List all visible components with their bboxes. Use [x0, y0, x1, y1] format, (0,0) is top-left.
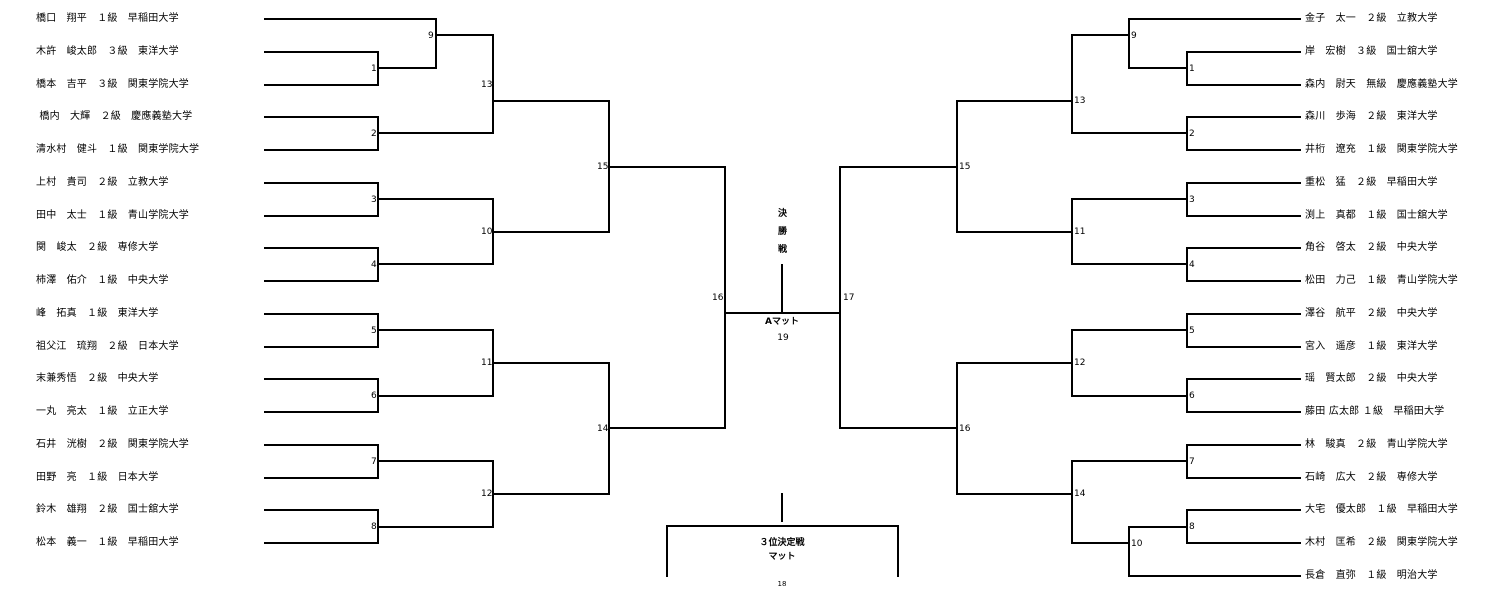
player-left: 一丸 亮太 １級 立正大学: [36, 406, 169, 417]
player-right: 宮入 遥彦 １級 東洋大学: [1305, 341, 1438, 352]
player-left: 木許 峻太郎 ３級 東洋大学: [36, 46, 179, 57]
match-number: 12: [481, 489, 493, 499]
player-left: 峰 拓真 １級 東洋大学: [36, 308, 159, 319]
match-number: 3: [1189, 195, 1195, 205]
final-title-char: 決: [778, 209, 788, 219]
match-number: 5: [1189, 326, 1195, 336]
player-right: 金子 太一 ２級 立教大学: [1305, 13, 1438, 24]
match-number: 4: [1189, 260, 1195, 270]
player-right: 長倉 直弥 １級 明治大学: [1305, 570, 1438, 581]
match-number: 12: [1074, 358, 1086, 368]
player-right: 石崎 広大 ２級 専修大学: [1305, 472, 1438, 483]
match-number: 4: [371, 260, 377, 270]
third-place-match-number: 18: [777, 580, 787, 588]
match-number: 10: [481, 227, 493, 237]
player-right: 重松 猛 ２級 早稲田大学: [1305, 177, 1438, 188]
player-left: 末兼秀悟 ２級 中央大学: [36, 373, 159, 384]
match-number: 14: [1074, 489, 1086, 499]
match-number: 9: [1131, 31, 1137, 41]
match-number: 7: [1189, 457, 1195, 467]
match-number: 6: [371, 391, 377, 401]
player-left: 上村 貴司 ２級 立教大学: [36, 177, 169, 188]
match-number: 17: [843, 293, 855, 303]
match-number: 13: [481, 80, 493, 90]
match-number: 8: [1189, 522, 1195, 532]
match-number: 1: [371, 64, 377, 74]
player-right: 林 駿真 ２級 青山学院大学: [1305, 439, 1448, 450]
match-number: 1: [1189, 64, 1195, 74]
player-right: 藤田 広太郎 １級 早稲田大学: [1305, 406, 1445, 417]
match-number: 3: [371, 195, 377, 205]
player-right: 澤谷 航平 ２級 中央大学: [1305, 308, 1438, 319]
player-left: 鈴木 雄翔 ２級 国士舘大学: [36, 504, 179, 515]
final-match-number: 19: [777, 333, 789, 343]
player-right: 木村 匡希 ２級 関東学院大学: [1305, 537, 1458, 548]
match-number: 11: [481, 358, 493, 368]
match-number: 2: [371, 129, 377, 139]
player-left: 石井 洸樹 ２級 関東学院大学: [36, 439, 189, 450]
match-number: 10: [1131, 539, 1143, 549]
player-right: 森内 尉天 無級 慶應義塾大学: [1305, 79, 1458, 90]
player-right: 瑶 賢太郎 ２級 中央大学: [1305, 373, 1438, 384]
player-left: 清水村 健斗 １級 関東学院大学: [36, 144, 200, 155]
third-place-mat-label: マット: [768, 552, 796, 562]
player-right: 渕上 真都 １級 国士舘大学: [1305, 210, 1448, 221]
match-number: 11: [1074, 227, 1086, 237]
match-number: 9: [428, 31, 434, 41]
player-right: 角谷 啓太 ２級 中央大学: [1305, 242, 1438, 253]
final-mat-label: Aマット: [765, 317, 799, 327]
match-number: 2: [1189, 129, 1195, 139]
player-right: 井桁 遼充 １級 関東学院大学: [1305, 144, 1458, 155]
player-right: 大宅 優太郎 １級 早稲田大学: [1305, 504, 1458, 515]
player-left: 柿澤 佑介 １級 中央大学: [36, 275, 169, 286]
match-number: 14: [597, 424, 609, 434]
match-number: 13: [1074, 96, 1086, 106]
third-place-title: ３位決定戦: [759, 538, 805, 548]
final-title-char: 戦: [778, 245, 788, 255]
player-left: 橋口 翔平 １級 早稲田大学: [36, 13, 179, 24]
match-number: 8: [371, 522, 377, 532]
match-number: 15: [959, 162, 971, 172]
player-left: 祖父江 琉翔 ２級 日本大学: [36, 341, 179, 352]
match-number: 5: [371, 326, 377, 336]
match-number: 7: [371, 457, 377, 467]
player-right: 松田 力己 １級 青山学院大学: [1305, 275, 1458, 286]
player-left: 田中 太士 １級 青山学院大学: [36, 210, 189, 221]
player-right: 森川 歩海 ２級 東洋大学: [1305, 111, 1438, 122]
match-number: 16: [959, 424, 971, 434]
player-left: 松本 義一 １級 早稲田大学: [36, 537, 179, 548]
final-title-char: 勝: [778, 227, 788, 237]
player-left: 関 峻太 ２級 専修大学: [36, 242, 159, 253]
player-left: 橋内 大輝 ２級 慶應義塾大学: [36, 111, 193, 122]
player-left: 田野 亮 １級 日本大学: [36, 472, 159, 483]
match-number: 16: [712, 293, 724, 303]
player-right: 岸 宏樹 ３級 国士舘大学: [1305, 46, 1438, 57]
match-number: 6: [1189, 391, 1195, 401]
player-left: 橋本 吉平 ３級 関東学院大学: [36, 79, 189, 90]
match-number: 15: [597, 162, 609, 172]
